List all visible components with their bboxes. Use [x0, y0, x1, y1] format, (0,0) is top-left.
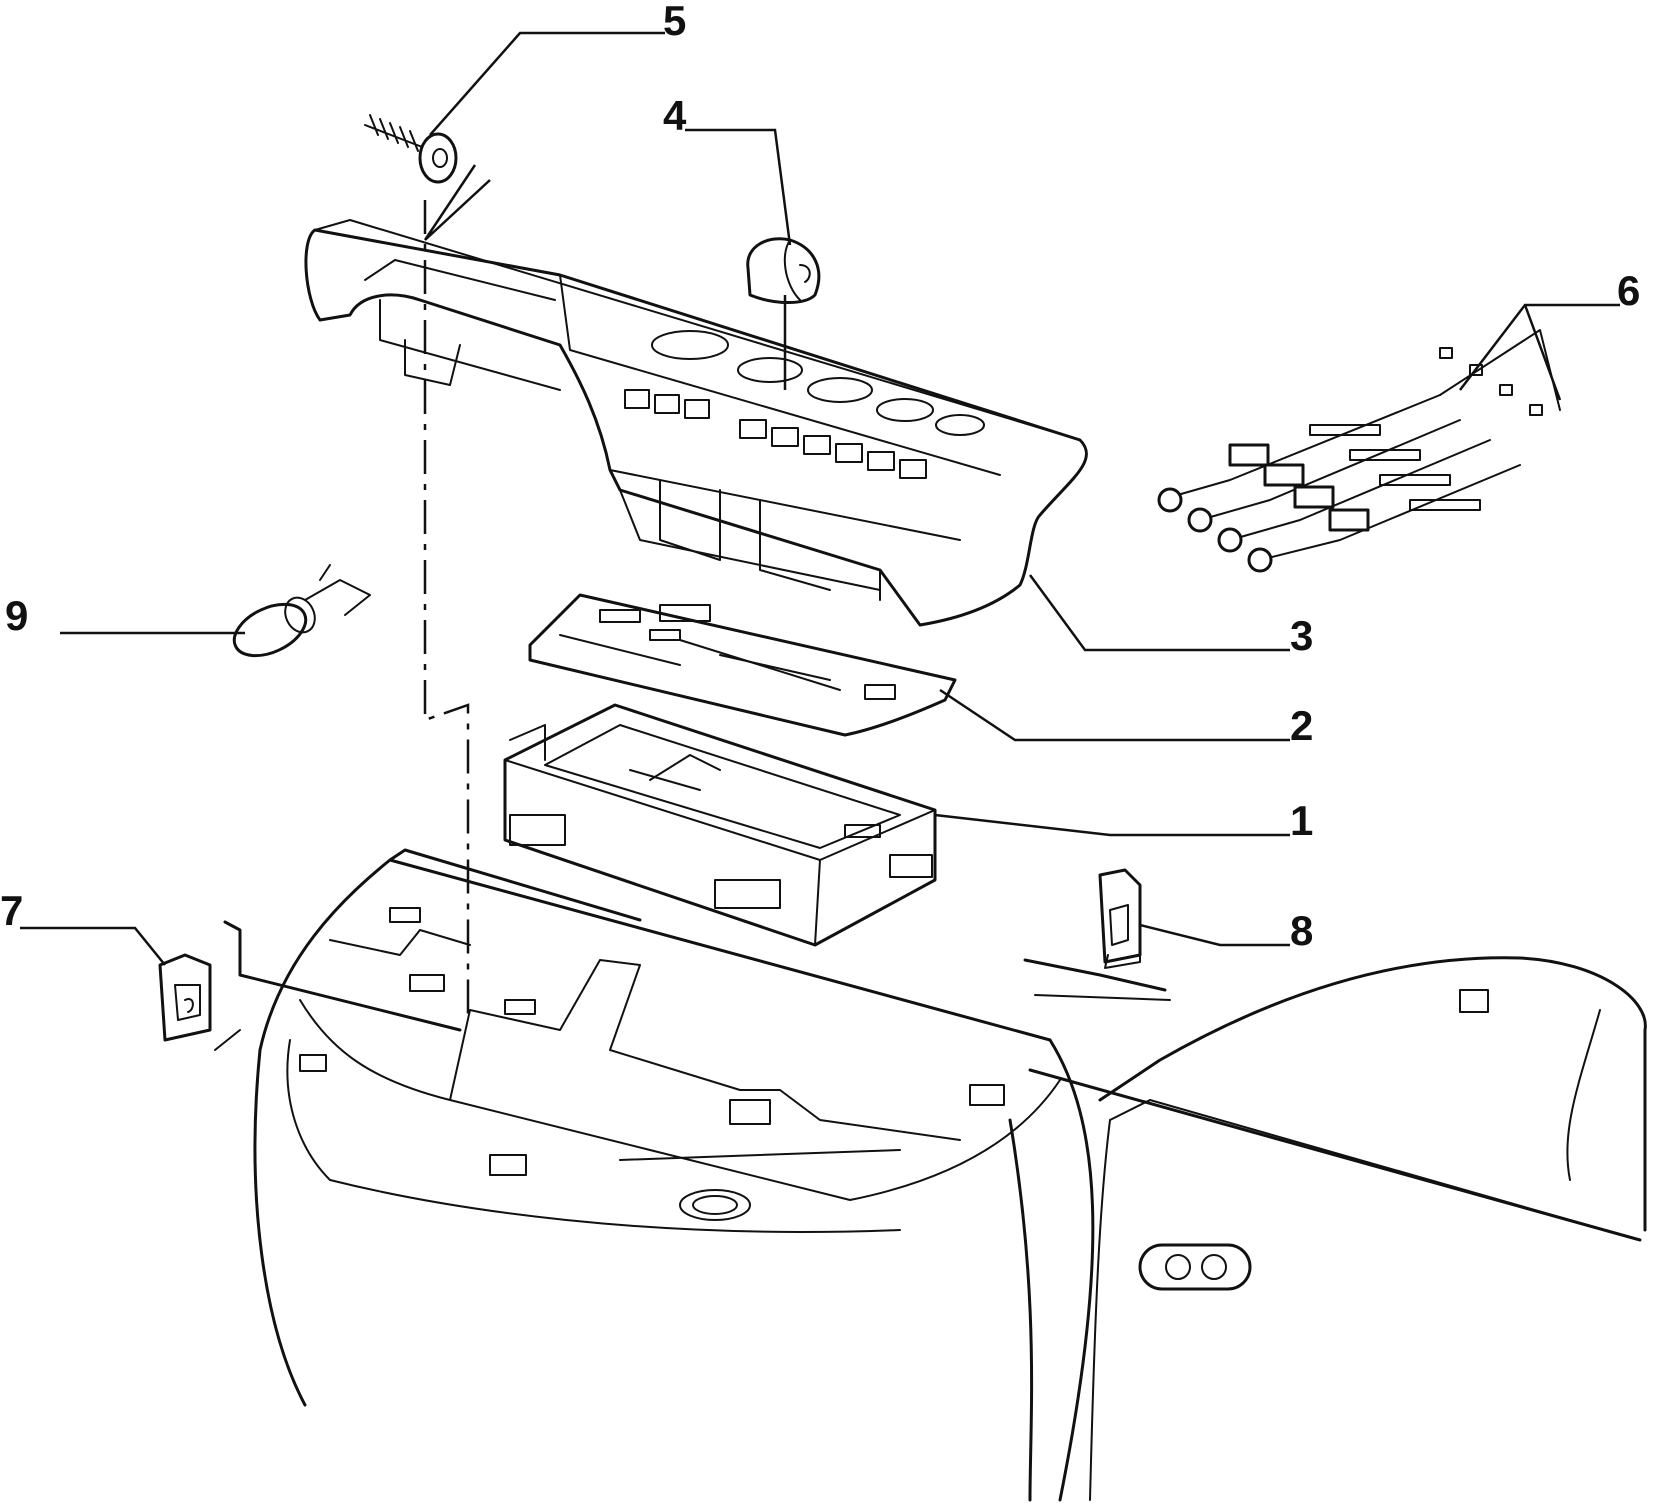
callout-1: 1	[1290, 797, 1313, 844]
callout-4: 4	[663, 92, 687, 139]
leader-lines	[20, 31, 1620, 966]
part-1-housing	[503, 703, 937, 947]
part-6-lamp-wiring	[1157, 329, 1561, 573]
callout-2: 2	[1290, 702, 1313, 749]
callout-7: 7	[0, 887, 23, 934]
callout-9: 9	[5, 592, 28, 639]
callout-3: 3	[1290, 612, 1313, 659]
part-7-clip	[158, 953, 212, 1042]
part-5-screw	[364, 114, 458, 184]
dashboard-console-base	[214, 848, 1647, 1502]
part-4-knob	[746, 237, 821, 304]
assembly-axis-line	[423, 200, 470, 1020]
callout-5: 5	[663, 0, 686, 44]
part-2-circuit-board	[528, 593, 957, 737]
part-8-clip	[1098, 868, 1142, 969]
callout-6: 6	[1617, 267, 1640, 314]
part-9-bulb	[232, 564, 371, 658]
callout-8: 8	[1290, 907, 1313, 954]
part-3-control-bezel	[304, 219, 1088, 627]
callout-labels: 5 4 6 9 3 2 1 8 7	[0, 0, 1640, 954]
